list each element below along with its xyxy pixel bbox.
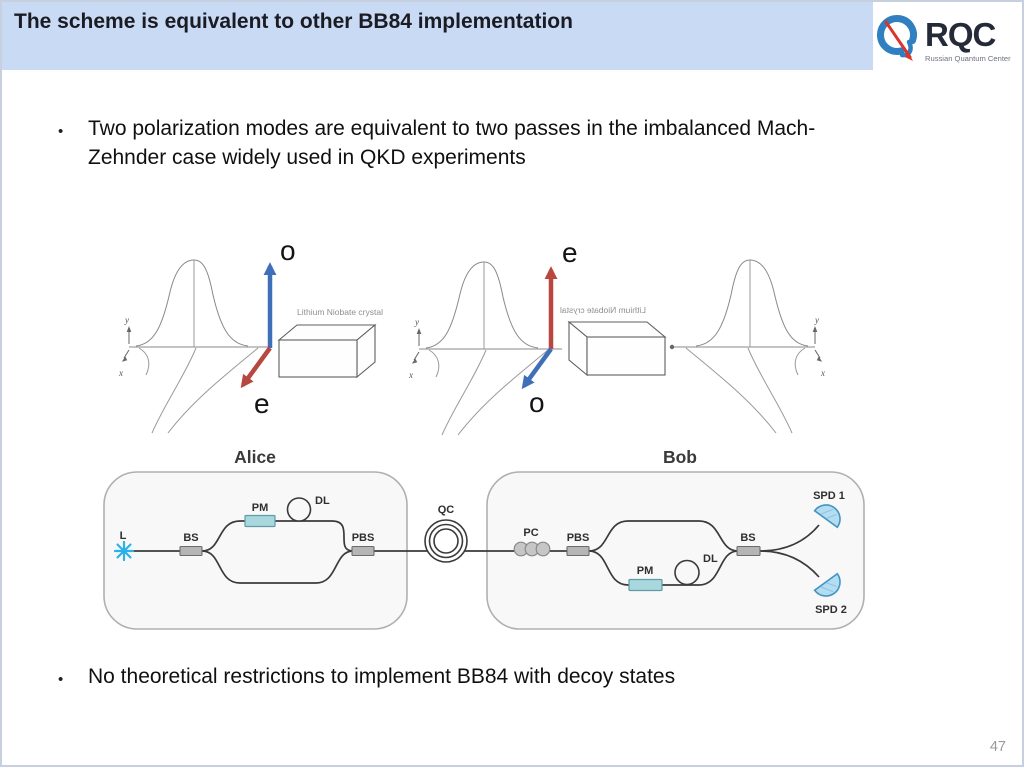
bob-pm-label: PM [637, 565, 654, 577]
bob-dl [674, 559, 700, 586]
alice-bs-label: BS [183, 532, 198, 544]
q-mark-icon [877, 15, 917, 61]
fig1-o-label: o [280, 235, 296, 266]
bob-pbs-label: PBS [567, 532, 590, 544]
logo-acronym: RQC [925, 16, 996, 53]
laser-icon [113, 540, 135, 562]
crystal-2: Lithium Niobate crystal [560, 305, 667, 377]
bob-dl-label: DL [703, 553, 718, 565]
alice-dl-label: DL [315, 495, 330, 507]
bullet-1-line-2: Zehnder case widely used in QKD experime… [88, 146, 526, 169]
slide-title: The scheme is equivalent to other BB84 i… [14, 10, 573, 33]
spd2-label: SPD 2 [815, 604, 847, 616]
fig2-e-label: e [562, 237, 578, 268]
bullet-2-line-1: No theoretical restrictions to implement… [88, 665, 676, 688]
bob-pbs [566, 545, 590, 557]
bullet-1-line-1: Two polarization modes are equivalent to… [88, 117, 816, 140]
header-band: The scheme is equivalent to other BB84 i… [2, 2, 873, 70]
crystal-1-label: Lithium Niobate crystal [297, 307, 383, 317]
fig2-y-axis-label: y [414, 317, 419, 327]
fig1-y-axis-label: y [124, 315, 129, 325]
alice-pm [244, 514, 276, 528]
fig2-o-arrow [521, 347, 553, 390]
bob-pm [628, 578, 663, 592]
qkd-schematic: Alice Bob [103, 447, 865, 630]
logo-subtitle: Russian Quantum Center [925, 54, 1011, 63]
crystal-2-label-mirrored: Lithium Niobate crystal [560, 305, 646, 315]
fiber-lines [133, 520, 820, 586]
qc-coil-icon [424, 519, 468, 563]
fig1-e-arrow [240, 346, 272, 389]
pulse-figure-1: y x o e Lithium Niobate crystal [118, 235, 383, 434]
alice-title: Alice [234, 447, 276, 467]
bob-bs-label: BS [740, 532, 755, 544]
bullet-1-marker: • [58, 123, 64, 140]
rqc-logo: RQC Russian Quantum Center [873, 2, 1022, 72]
fig2-o-label: o [529, 387, 545, 418]
crystal-1: Lithium Niobate crystal [277, 307, 383, 379]
bob-title: Bob [663, 447, 697, 467]
pulse-figure-2: y x e o Lithium Niobate crystal [408, 237, 667, 436]
bullet-1: • Two polarization modes are equivalent … [58, 114, 815, 172]
bullet-2: • No theoretical restrictions to impleme… [58, 662, 675, 694]
bullet-2-marker: • [58, 671, 64, 688]
bob-bs [736, 545, 761, 557]
fig1-e-label: e [254, 388, 270, 419]
pc-icon [513, 541, 551, 557]
qc-label: QC [438, 504, 455, 516]
pc-label: PC [523, 527, 538, 539]
alice-pbs-label: PBS [352, 532, 375, 544]
spd1-label: SPD 1 [813, 490, 845, 502]
fig1-x-axis-label: x [118, 368, 123, 378]
rqc-logo-graphic: RQC Russian Quantum Center [877, 15, 1011, 63]
laser-label: L [120, 530, 127, 542]
pulse-figure-3: y x [669, 259, 825, 434]
alice-pbs [351, 545, 375, 557]
alice-bs [179, 545, 203, 557]
fig2-x-axis-label: x [408, 370, 413, 380]
page-number: 47 [989, 739, 1006, 755]
alice-dl [286, 497, 312, 522]
fig3-x-axis-label: x [820, 368, 825, 378]
fig3-y-axis-label: y [814, 315, 819, 325]
alice-pm-label: PM [252, 502, 269, 514]
fig3-baseline-dot [669, 344, 675, 350]
